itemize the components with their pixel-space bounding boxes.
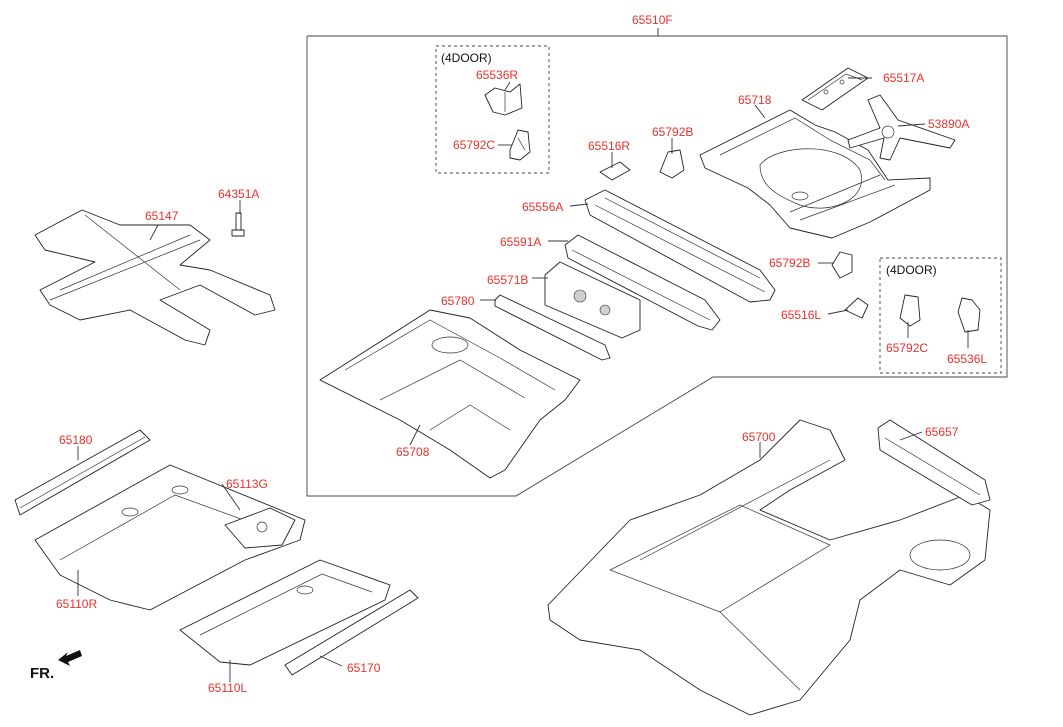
label-65780: 65780 bbox=[441, 294, 475, 308]
label-65113G: 65113G bbox=[226, 477, 268, 491]
front-arrow-icon bbox=[58, 650, 82, 666]
leader-lines bbox=[77, 77, 969, 682]
label-65536R: 65536R bbox=[476, 68, 518, 82]
label-65792B-top: 65792B bbox=[652, 125, 693, 139]
part-65792C-lower-drawing bbox=[899, 294, 921, 327]
label-65591A: 65591A bbox=[500, 235, 541, 249]
label-65708: 65708 bbox=[396, 445, 430, 459]
part-53890A-drawing bbox=[847, 94, 956, 161]
part-65657-drawing bbox=[877, 419, 991, 506]
label-65657: 65657 bbox=[925, 425, 959, 439]
label-65516R: 65516R bbox=[588, 139, 630, 153]
front-direction-indicator: FR. bbox=[30, 650, 82, 682]
part-64351A-drawing bbox=[231, 212, 245, 237]
part-65516R-drawing bbox=[599, 161, 631, 181]
door-box-right bbox=[879, 257, 1002, 374]
part-65780-drawing bbox=[494, 294, 611, 361]
label-65170: 65170 bbox=[347, 661, 381, 675]
group-box-65510F bbox=[306, 28, 1008, 497]
label-65147: 65147 bbox=[145, 209, 179, 223]
label-65700: 65700 bbox=[742, 430, 776, 444]
part-65792B-lower-drawing bbox=[831, 251, 853, 279]
part-65517A-drawing bbox=[801, 67, 869, 111]
door-box-top bbox=[435, 45, 550, 174]
door-note-top: (4DOOR) bbox=[441, 51, 492, 65]
label-65110L: 65110L bbox=[208, 681, 247, 695]
label-64351A: 64351A bbox=[218, 187, 259, 201]
part-65147-drawing bbox=[34, 209, 276, 346]
part-65571B-drawing bbox=[544, 261, 641, 339]
part-65792C-top-drawing bbox=[509, 129, 531, 161]
label-65792C-lower: 65792C bbox=[886, 341, 928, 355]
label-65517A: 65517A bbox=[883, 71, 924, 85]
part-65591A-drawing bbox=[564, 234, 721, 331]
label-65536L: 65536L bbox=[947, 352, 987, 366]
part-65113G-drawing bbox=[224, 507, 296, 549]
part-65556A-drawing bbox=[584, 189, 776, 303]
label-53890A: 53890A bbox=[928, 117, 969, 131]
part-65516L-drawing bbox=[844, 297, 869, 319]
label-65718: 65718 bbox=[738, 93, 772, 107]
part-65718-drawing bbox=[699, 109, 931, 239]
label-65516L: 65516L bbox=[781, 308, 821, 322]
part-65180-drawing bbox=[14, 429, 151, 516]
part-65700-drawing bbox=[547, 419, 991, 716]
part-65110L-drawing bbox=[179, 559, 391, 666]
label-65556A: 65556A bbox=[522, 200, 563, 214]
label-65792C-top: 65792C bbox=[453, 138, 495, 152]
part-65170-drawing bbox=[284, 589, 419, 676]
label-65571B: 65571B bbox=[487, 273, 528, 287]
part-65708-drawing bbox=[319, 309, 581, 479]
label-65110R: 65110R bbox=[56, 597, 97, 611]
door-note-right: (4DOOR) bbox=[886, 263, 937, 277]
part-65536L-drawing bbox=[957, 297, 981, 333]
part-65792B-top-drawing bbox=[659, 149, 685, 179]
label-65510F: 65510F bbox=[632, 13, 673, 27]
label-65180: 65180 bbox=[59, 433, 93, 447]
label-65792B-lower: 65792B bbox=[769, 256, 810, 270]
direction-label: FR. bbox=[30, 665, 54, 682]
part-65536R-drawing bbox=[484, 83, 523, 116]
